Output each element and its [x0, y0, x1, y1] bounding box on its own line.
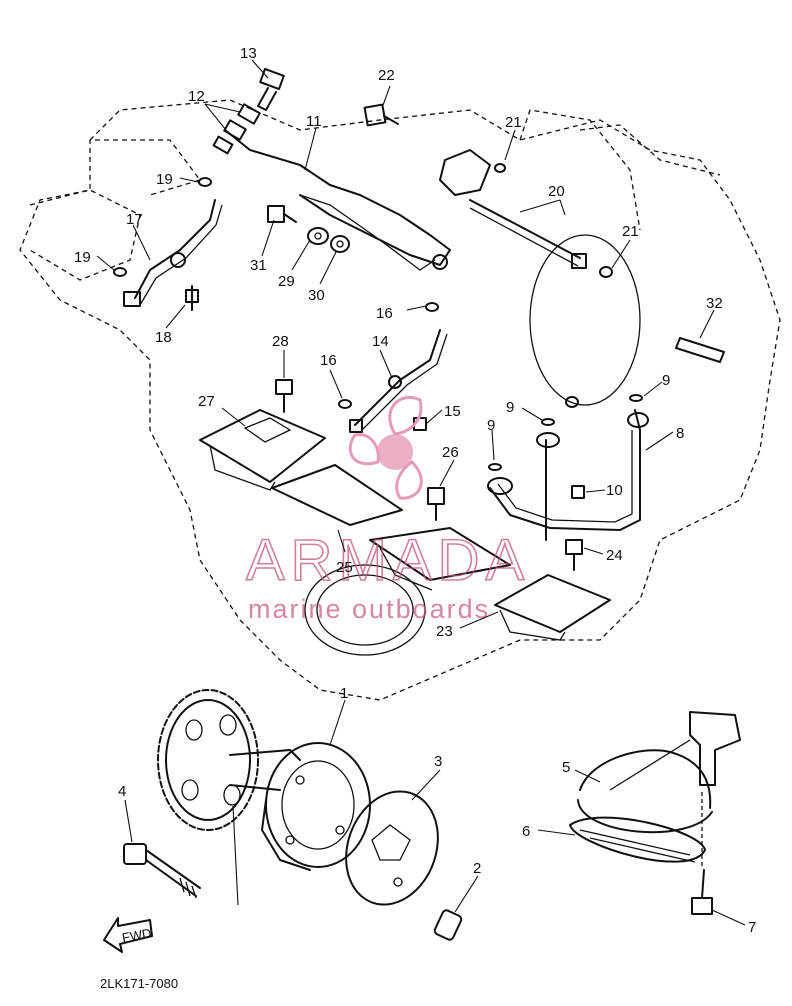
callout-9-c: 9	[487, 417, 495, 434]
callout-21-a: 21	[505, 114, 522, 131]
o-rings-16	[338, 302, 439, 409]
callout-leaders	[96, 59, 746, 926]
callout-30: 30	[308, 287, 325, 304]
watermark-subtitle: marine outboards	[248, 594, 490, 624]
callout-16-b: 16	[320, 352, 337, 369]
oil-pipe-11	[224, 129, 451, 271]
watermark: ARMADA marine outboards	[245, 395, 530, 624]
callout-29: 29	[278, 273, 295, 290]
callout-16-a: 16	[376, 305, 393, 322]
callout-19-a: 19	[156, 171, 173, 188]
callout-24: 24	[606, 547, 623, 564]
callout-21-b: 21	[622, 223, 639, 240]
callout-10: 10	[606, 482, 623, 499]
callout-28: 28	[272, 333, 289, 350]
callout-23: 23	[436, 623, 453, 640]
baffle-plate-27	[199, 409, 326, 491]
callout-7: 7	[748, 919, 756, 936]
bolt-22	[363, 103, 399, 127]
strainer-housing-5	[577, 711, 741, 834]
bolt-13	[257, 68, 285, 111]
callout-4: 4	[118, 783, 126, 800]
callout-31: 31	[250, 257, 267, 274]
bolts-10-24	[565, 485, 585, 571]
callout-1: 1	[340, 685, 348, 702]
callout-14: 14	[372, 333, 389, 350]
callout-2: 2	[473, 860, 481, 877]
propeller-logo	[348, 395, 423, 500]
o-rings-9	[488, 394, 643, 471]
callout-11: 11	[306, 113, 322, 130]
callout-12: 12	[188, 88, 205, 105]
diagram-code: 2LK171-7080	[100, 976, 178, 991]
union-bolts-12	[212, 103, 261, 155]
callout-22: 22	[378, 67, 395, 84]
callout-32: 32	[706, 295, 723, 312]
bolt-4	[123, 843, 201, 899]
bolt-18	[185, 285, 199, 311]
callout-5: 5	[562, 759, 570, 776]
callout-3: 3	[434, 753, 442, 770]
dowel-pin-2	[433, 909, 463, 941]
callout-labels: 1 2 3 4 5 6 7 8 9 9 9 10 11 12 13 14 15 …	[74, 45, 756, 936]
callout-9-b: 9	[506, 399, 514, 416]
washer-29	[307, 227, 329, 245]
bolt-31	[267, 205, 297, 223]
oil-pump-1	[229, 742, 371, 871]
pin-32	[675, 337, 725, 363]
baffle-plate-25	[271, 464, 511, 591]
watermark-brand: ARMADA	[246, 528, 530, 593]
o-rings-21	[494, 163, 613, 278]
callout-17: 17	[126, 211, 143, 228]
washer-30	[330, 235, 350, 253]
bolt-26	[427, 487, 445, 521]
washers-19	[113, 177, 212, 277]
callout-26: 26	[442, 444, 459, 461]
callout-6: 6	[522, 823, 530, 840]
callout-15: 15	[444, 403, 461, 420]
oil-pipe-20	[439, 149, 587, 269]
callout-19-b: 19	[74, 249, 91, 266]
fwd-arrow: FWD	[103, 917, 153, 953]
pump-cover-plate-3	[345, 790, 439, 906]
callout-25: 25	[336, 559, 353, 576]
fwd-label: FWD	[121, 925, 153, 945]
engine-block-outline	[19, 99, 781, 701]
strainer-screen-6	[569, 816, 706, 863]
callout-13: 13	[240, 45, 257, 62]
oil-pump-gear	[157, 689, 259, 831]
baffle-plate-23	[494, 574, 611, 641]
callout-20: 20	[548, 183, 565, 200]
callout-8: 8	[676, 425, 684, 442]
oil-pipe-8	[487, 409, 649, 541]
callout-27: 27	[198, 393, 215, 410]
pipe-17	[123, 199, 223, 307]
bolt-7	[691, 792, 713, 915]
pipe-14	[354, 329, 448, 431]
callout-9-a: 9	[662, 372, 670, 389]
callout-18: 18	[155, 329, 172, 346]
